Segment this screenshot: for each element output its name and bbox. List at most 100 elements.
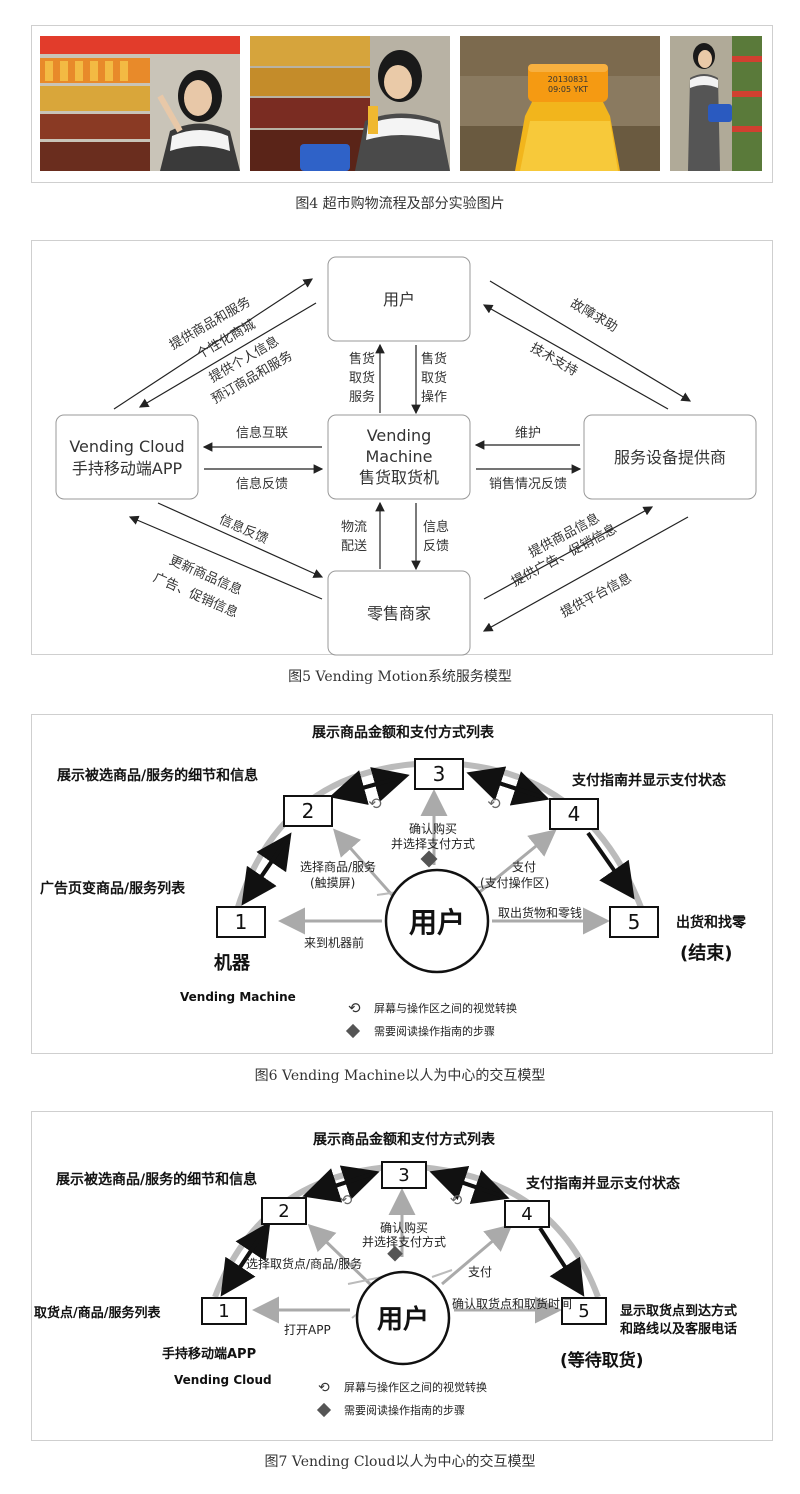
photo-shelf-reach [40,36,240,171]
arrow-takeout: 取出货物和零钱 [498,905,582,920]
arrow-confirm-2: 并选择支付方式 [391,836,475,851]
legend-step-label: 需要阅读操作指南的步骤 [374,1024,495,1038]
node-cloud-box [55,414,199,500]
label-mid-right-top: 维护 [515,426,541,441]
arrow-select-1: 选择商品/服务 [300,859,376,874]
photo-aisle-basket [670,36,762,171]
arrow-select-2: (触摸屏) [310,876,355,890]
step-number-4: 4 [521,1204,532,1225]
label-mid-left-bot: 信息反馈 [236,476,288,492]
legend-switch-icon: ⟲ [348,999,361,1017]
arrow-select: 选择取货点/商品/服务 [246,1256,362,1271]
legend-switch-label: 屏幕与操作区之间的视觉转换 [374,1001,517,1015]
step-number-1: 1 [218,1301,229,1322]
user-center-label: 用户 [377,1304,429,1335]
app-cn: 手持移动端APP [162,1346,256,1362]
step-box-3 [414,758,464,790]
fig5-service-model: 用户 Vending Cloud 手持移动端APP Vending Machin… [31,240,773,656]
photo-bottle-cap: 20130831 09:05 YKT [460,36,660,171]
step1-label: 广告页变商品/服务列表 [40,880,186,897]
switch-icon: ⟲ [340,1191,353,1209]
step-number-5: 5 [578,1301,589,1322]
cap-print-line1: 20130831 [548,75,589,84]
node-cloud-line2: 手持移动端APP [72,459,183,478]
arrow-come: 来到机器前 [304,935,364,950]
user-center-label: 用户 [409,906,465,939]
fig5-caption: 图5 Vending Motion系统服务模型 [288,669,512,685]
node-machine-line3: 售货取货机 [359,468,439,487]
step3-label: 展示商品金额和支付方式列表 [313,1131,496,1148]
arrow-confirm-1: 确认购买 [409,821,457,836]
fig7-diagram: 用户 1 2 3 4 5 ⟲ ⟲ 展示商品金额和支付方式列表 展示被选商品/服务… [34,1131,737,1418]
fig5-diagram: 用户 Vending Cloud 手持移动端APP Vending Machin… [55,256,757,656]
arrow-pay-2: (支付操作区) [480,875,549,890]
label-mid-left-top: 信息互联 [236,425,288,441]
label-top-right-1: 售货 [421,351,447,367]
step1-label: 取货点/商品/服务列表 [34,1305,161,1321]
arrow-confirm-2: 并选择支付方式 [362,1234,446,1249]
node-machine-line2: Machine [366,447,433,466]
step2-label: 展示被选商品/服务的细节和信息 [57,767,258,784]
step-box-1 [216,906,266,938]
step5-label-2: 和路线以及客服电话 [620,1321,737,1337]
label-tr-out: 故障求助 [567,296,620,335]
node-provider: 服务设备提供商 [614,448,726,467]
fig4-caption: 图4 超市购物流程及部分实验图片 [295,196,505,212]
arrow-confirm-1: 确认购买 [380,1220,428,1235]
step-box-5 [561,1297,607,1325]
step-box-4 [504,1200,550,1228]
label-bot-left-1: 物流 [341,520,367,535]
switch-icon: ⟲ [368,794,382,813]
arrow-confirm-pickup: 确认取货点和取货时间 [452,1296,572,1311]
step-number-4: 4 [568,802,581,826]
node-machine-box [327,414,471,500]
label-bot-right-1: 信息 [423,519,449,535]
fig6-interaction-model: 用户 1 2 3 4 5 ⟲ ⟲ 展示商品金额和支付方式列表 展示被选商品/服务… [31,714,773,1054]
legend-step-label: 需要阅读操作指南的步骤 [344,1403,465,1417]
label-top-right-3: 操作 [421,389,447,405]
step-number-1: 1 [235,910,248,934]
step-number-3: 3 [433,762,446,786]
label-bot-right-2: 反馈 [423,539,449,554]
step-box-2 [283,795,333,827]
legend-switch-icon: ⟲ [318,1380,330,1396]
step4-label: 支付指南并显示支付状态 [571,772,726,789]
step-box-5 [609,906,659,938]
end-label: (等待取货) [560,1350,644,1371]
legend-diamond-icon [345,1023,361,1039]
legend-switch-label: 屏幕与操作区之间的视觉转换 [344,1380,487,1394]
switch-icon: ⟲ [487,794,501,813]
end-label: (结束) [680,942,732,964]
step4-label: 支付指南并显示支付状态 [525,1175,680,1192]
label-mid-right-bot: 销售情况反馈 [489,476,567,492]
machine-cn: 机器 [214,953,251,974]
photo-shelf-basket [250,36,450,171]
arrow-open: 打开APP [284,1323,331,1337]
node-retailer-box [327,570,471,656]
label-br-in: 提供平台信息 [558,570,634,621]
label-tr-in: 技术支持 [527,340,580,379]
node-cloud-line1: Vending Cloud [69,437,184,456]
label-top-left-3: 服务 [349,389,375,405]
read-guide-diamond-icon [420,850,438,868]
machine-en: Vending Machine [180,990,296,1004]
step-number-2: 2 [302,799,315,823]
node-user: 用户 [383,290,415,309]
arrow-pay: 支付 [468,1265,492,1279]
fig4-photo-strip: 20130831 09:05 YKT [31,25,773,183]
app-en: Vending Cloud [174,1373,272,1387]
label-bot-left-2: 配送 [341,539,367,554]
node-user-box [327,256,471,342]
step3-label: 展示商品金额和支付方式列表 [312,724,495,741]
step2-label: 展示被选商品/服务的细节和信息 [56,1171,257,1188]
user-circle [355,1270,451,1366]
node-retailer: 零售商家 [367,604,431,623]
fig7-interaction-model: 用户 1 2 3 4 5 ⟲ ⟲ 展示商品金额和支付方式列表 展示被选商品/服务… [31,1111,773,1441]
node-provider-box [583,414,757,500]
step-box-2 [261,1197,307,1225]
label-top-left-1: 售货 [349,351,375,367]
switch-icon: ⟲ [450,1191,463,1209]
step-box-1 [201,1297,247,1325]
step-number-2: 2 [278,1201,289,1222]
legend-diamond-icon [316,1402,332,1418]
